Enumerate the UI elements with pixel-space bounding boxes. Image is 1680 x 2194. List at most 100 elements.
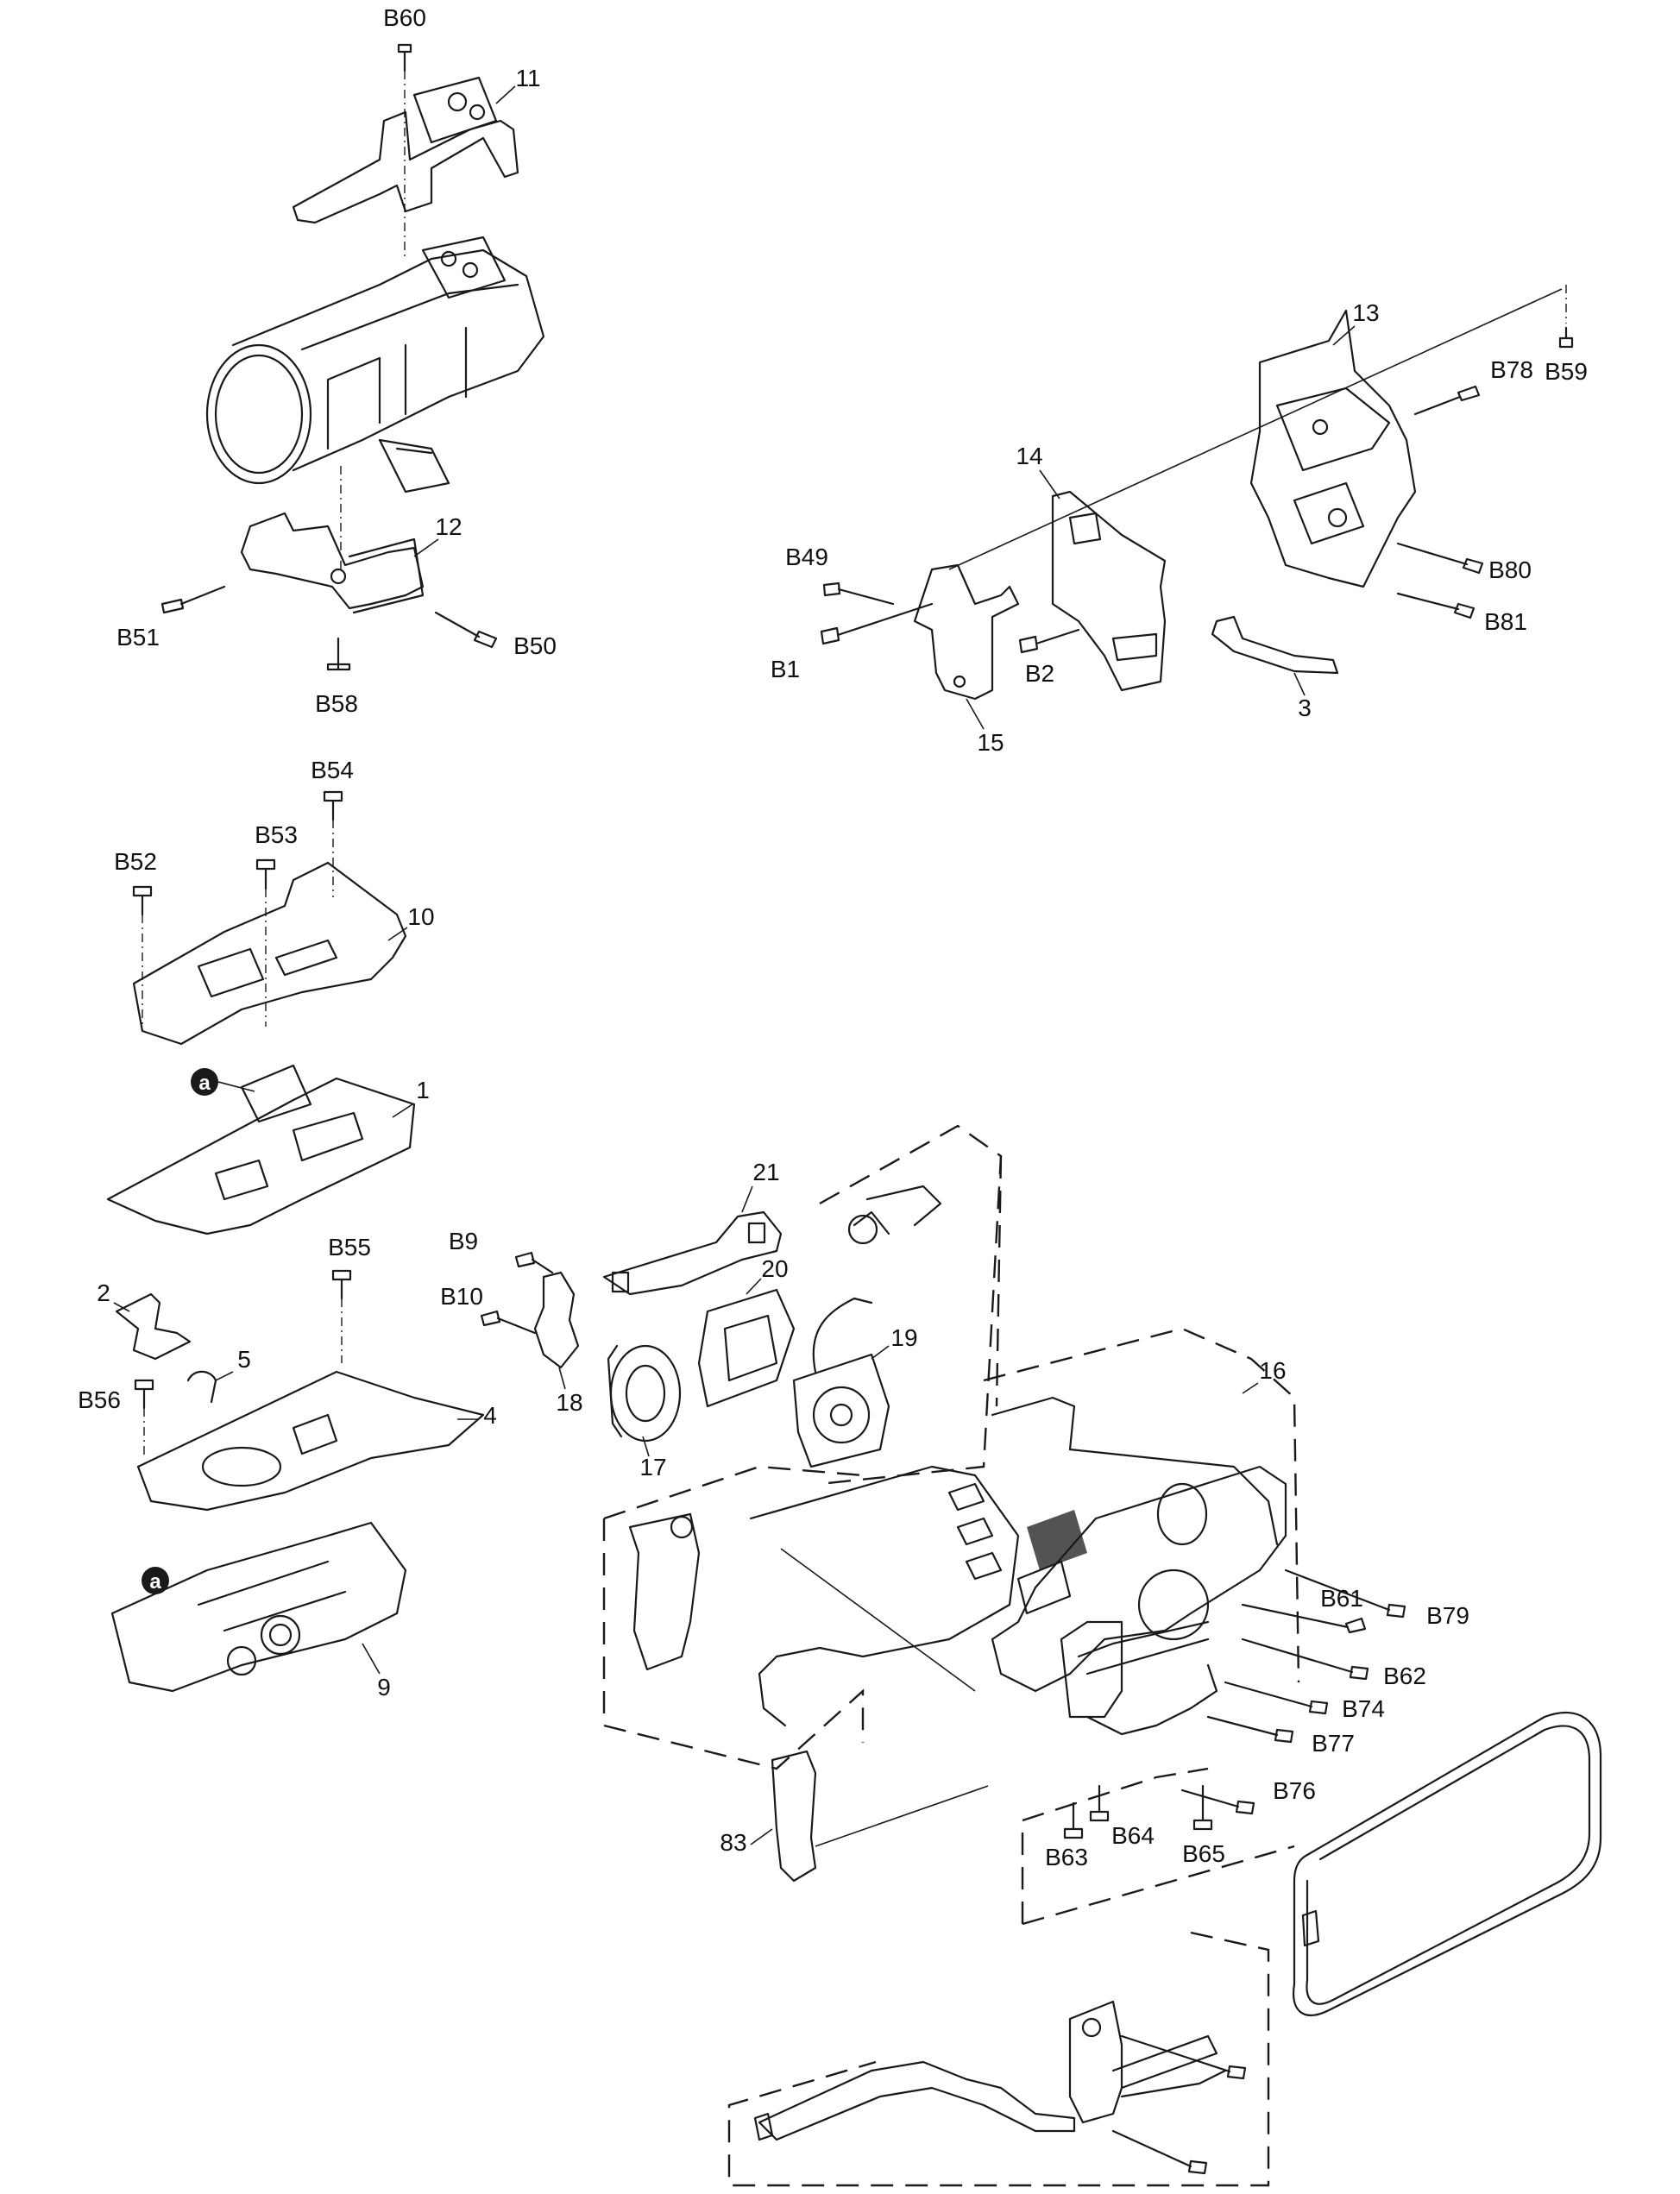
label-B65: B65: [1182, 1840, 1225, 1867]
part-16-chassis: [983, 1155, 1300, 1736]
screw-B52: [132, 885, 153, 1027]
label-B56: B56: [78, 1386, 121, 1413]
part-2-flex: [115, 1292, 192, 1361]
label-4: 4: [483, 1402, 497, 1429]
screw-B59: [1558, 285, 1574, 349]
screw-B51: [160, 585, 226, 614]
screw-B79: [1284, 1568, 1406, 1619]
part-83-bracket: [771, 1750, 989, 1883]
label-5: 5: [237, 1346, 251, 1373]
screw-B54: [323, 790, 343, 897]
label-B2: B2: [1025, 660, 1054, 687]
screw-B55: [331, 1269, 352, 1363]
label-B55: B55: [328, 1234, 371, 1260]
dashed-group-bottom-right: [727, 1767, 1295, 2187]
label-B77: B77: [1312, 1730, 1355, 1757]
label-B49: B49: [785, 544, 828, 570]
part-17-speaker: [607, 1344, 682, 1443]
part-18-bracket: [533, 1271, 580, 1369]
label-B64: B64: [1111, 1822, 1155, 1849]
screw-hinge-upper: [1120, 2034, 1247, 2080]
part-11-bracket: [292, 76, 519, 224]
part-1-board: [106, 1064, 416, 1235]
screw-B78: [1413, 385, 1481, 416]
label-B81: B81: [1484, 608, 1527, 635]
label-16: 16: [1259, 1357, 1286, 1384]
screw-B62: [1241, 1638, 1369, 1681]
label-10: 10: [407, 903, 434, 930]
screw-B63: [1063, 1801, 1084, 1839]
part-3-flex-cable: [1211, 615, 1339, 675]
label-B59: B59: [1545, 358, 1588, 385]
part-16-left-frame: [602, 1465, 1087, 1770]
label-B58: B58: [315, 690, 358, 717]
screw-hinge-lower: [1111, 2129, 1208, 2175]
screw-B53: [255, 858, 276, 1027]
hinge-assembly: [753, 2000, 1227, 2141]
label-B62: B62: [1383, 1663, 1426, 1689]
part-15-bracket: [913, 563, 1020, 701]
label-B60: B60: [383, 4, 426, 31]
screw-B80: [1396, 542, 1484, 575]
label-B78: B78: [1490, 356, 1533, 383]
label-11: 11: [515, 65, 540, 91]
label-2: 2: [97, 1279, 110, 1306]
screw-B50: [434, 611, 498, 649]
screw-B81: [1396, 592, 1476, 619]
label-B9: B9: [449, 1228, 478, 1254]
label-B53: B53: [255, 821, 298, 848]
label-3: 3: [1298, 695, 1312, 721]
label-12: 12: [435, 513, 462, 540]
screw-B76: [1180, 1789, 1255, 1815]
label-B52: B52: [114, 848, 157, 875]
label-9: 9: [377, 1674, 391, 1701]
marker-a-bottom: a: [142, 1567, 169, 1594]
screw-B2: [1018, 628, 1080, 654]
screw-B58: [326, 637, 351, 671]
label-21: 21: [752, 1159, 779, 1185]
label-15: 15: [977, 729, 1004, 756]
label-17: 17: [639, 1454, 666, 1480]
part-21-bracket: [602, 1210, 783, 1296]
screw-B56: [134, 1379, 154, 1458]
label-B51: B51: [116, 624, 160, 651]
label-18: 18: [556, 1389, 582, 1416]
label-B61: B61: [1320, 1585, 1363, 1612]
label-83: 83: [720, 1829, 746, 1856]
part-20-bracket: [697, 1288, 796, 1408]
label-B1: B1: [771, 656, 800, 682]
screw-B65: [1192, 1784, 1213, 1831]
part-10-frame: [132, 861, 407, 1046]
part-14-plate: [1051, 490, 1167, 692]
label-B54: B54: [311, 757, 354, 783]
screw-B9: [514, 1251, 554, 1274]
label-13: 13: [1352, 299, 1379, 326]
screw-B77: [1206, 1715, 1294, 1744]
marker-a-top-text: a: [198, 1072, 211, 1095]
screw-B74: [1224, 1681, 1329, 1715]
label-B76: B76: [1273, 1777, 1316, 1804]
label-B80: B80: [1488, 556, 1532, 583]
lcd-panel: [1292, 1712, 1602, 2016]
part-9-frame: [110, 1521, 407, 1693]
label-B63: B63: [1045, 1844, 1088, 1870]
label-20: 20: [761, 1255, 788, 1282]
label-14: 14: [1016, 443, 1042, 469]
screw-B61: [1241, 1603, 1367, 1634]
part-5-clip: [186, 1370, 217, 1404]
screw-B10: [480, 1310, 537, 1335]
label-B10: B10: [440, 1283, 483, 1310]
part-12-bracket: [240, 512, 425, 614]
label-19: 19: [890, 1324, 917, 1351]
screw-B64: [1089, 1784, 1110, 1822]
marker-a-bottom-text: a: [149, 1570, 161, 1594]
screw-B1: [820, 602, 934, 645]
part-13-frame: [1249, 309, 1417, 588]
dashed-group-top: [819, 1124, 1003, 1486]
lens-unit: [205, 236, 545, 569]
part-19-fan: [792, 1297, 890, 1468]
marker-a-top: a: [191, 1068, 255, 1096]
screw-B49: [822, 582, 895, 606]
